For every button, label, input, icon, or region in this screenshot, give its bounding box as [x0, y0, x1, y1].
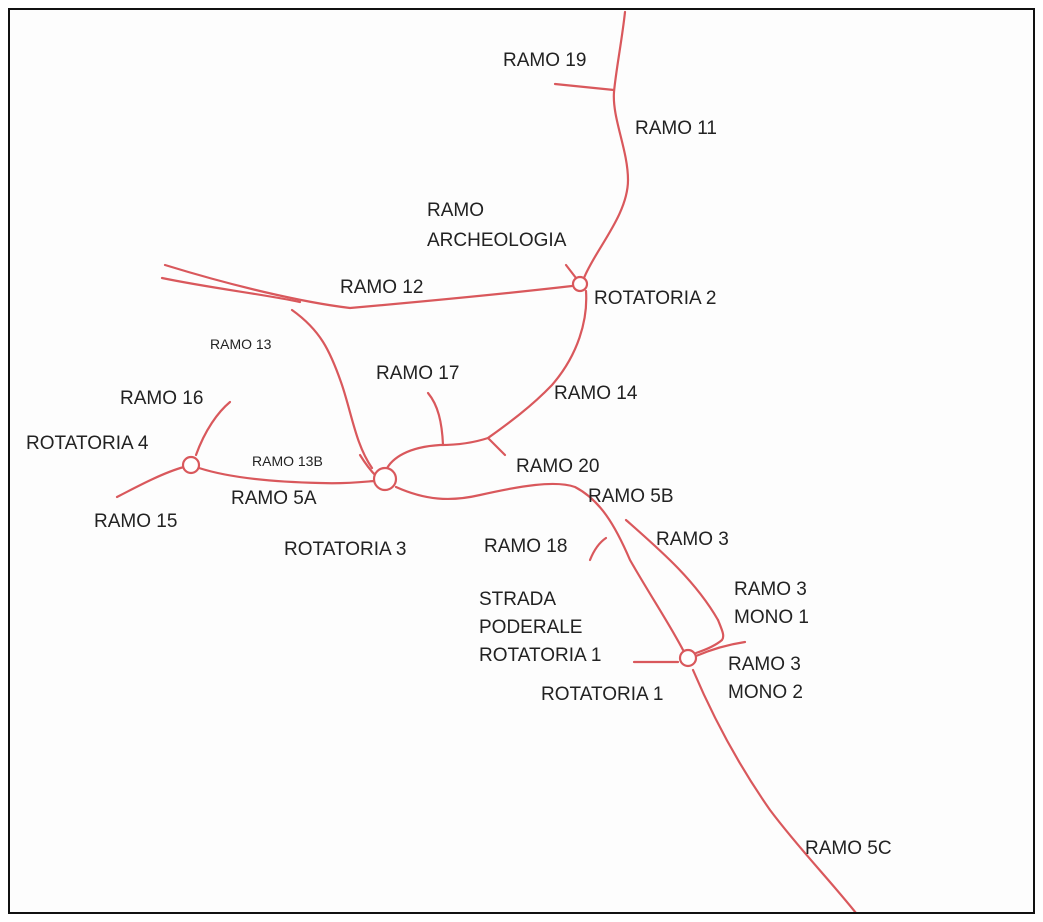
label-ramo-5c: RAMO 5C — [805, 838, 892, 859]
label-ramo-archeologia-line2: ARCHEOLOGIA — [427, 230, 567, 251]
road-ramo-12 — [163, 263, 574, 310]
road-ramo-5c — [691, 668, 857, 912]
road-ramo-17 — [426, 391, 445, 447]
road-ramo-3 — [624, 518, 720, 622]
rotatoria-1-circle — [678, 648, 698, 668]
label-ramo-11: RAMO 11 — [635, 118, 718, 139]
label-ramo-3-mono-2-line1: RAMO 3 — [728, 654, 801, 675]
label-rotatoria-4: ROTATORIA 4 — [26, 433, 149, 454]
road-ramo-16 — [194, 400, 232, 457]
road-ramo-18 — [588, 536, 608, 562]
map-frame: RAMO 19 RAMO 11 RAMO ARCHEOLOGIA RAMO 12… — [8, 8, 1035, 914]
label-ramo-13: RAMO 13 — [210, 336, 272, 352]
road-ramo-20 — [486, 436, 507, 457]
label-rotatoria-2: ROTATORIA 2 — [594, 288, 717, 309]
label-ramo-18: RAMO 18 — [484, 536, 568, 557]
label-strada-poderale-line2: PODERALE — [479, 617, 583, 638]
road-ramo-3-mono-1 — [694, 618, 725, 655]
road-ramo-13 — [290, 308, 374, 470]
road-ramo-12-b — [160, 276, 302, 304]
road-ramo-5b — [394, 482, 685, 652]
label-ramo-14: RAMO 14 — [554, 383, 638, 404]
road-ramo-15 — [115, 465, 186, 499]
label-rotatoria-3: ROTATORIA 3 — [284, 539, 407, 560]
rotatoria-3-circle — [372, 466, 398, 492]
label-ramo-19: RAMO 19 — [503, 50, 587, 71]
road-ramo-3-mono-2 — [694, 640, 747, 658]
road-ramo-5a — [197, 466, 376, 485]
label-ramo-3-mono-1-line1: RAMO 3 — [734, 579, 807, 600]
label-strada-poderale-line1: STRADA — [479, 589, 557, 610]
road-ramo-13b — [358, 453, 378, 478]
label-ramo-archeologia-line1: RAMO — [427, 200, 484, 221]
label-strada-poderale-line3: ROTATORIA 1 — [479, 645, 602, 666]
rotatoria-4-circle — [181, 455, 201, 475]
label-ramo-16: RAMO 16 — [120, 388, 204, 409]
label-ramo-5b: RAMO 5B — [588, 486, 674, 507]
label-ramo-12: RAMO 12 — [340, 277, 424, 298]
label-ramo-15: RAMO 15 — [94, 511, 178, 532]
road-ramo-archeologia — [564, 263, 578, 280]
road-ramo-11 — [582, 10, 630, 280]
label-ramo-5a: RAMO 5A — [231, 488, 317, 509]
road-network-map — [115, 10, 857, 912]
label-ramo-3-mono-1-line2: MONO 1 — [734, 607, 809, 628]
label-ramo-20: RAMO 20 — [516, 456, 600, 477]
rotatoria-2-circle — [571, 275, 589, 293]
label-ramo-3-mono-2-line2: MONO 2 — [728, 682, 803, 703]
label-rotatoria-1: ROTATORIA 1 — [541, 684, 664, 705]
road-ramo-14 — [384, 289, 588, 472]
label-ramo-3: RAMO 3 — [656, 529, 729, 550]
road-ramo-19 — [553, 82, 616, 92]
label-ramo-17: RAMO 17 — [376, 363, 460, 384]
label-ramo-13b: RAMO 13B — [252, 453, 323, 469]
